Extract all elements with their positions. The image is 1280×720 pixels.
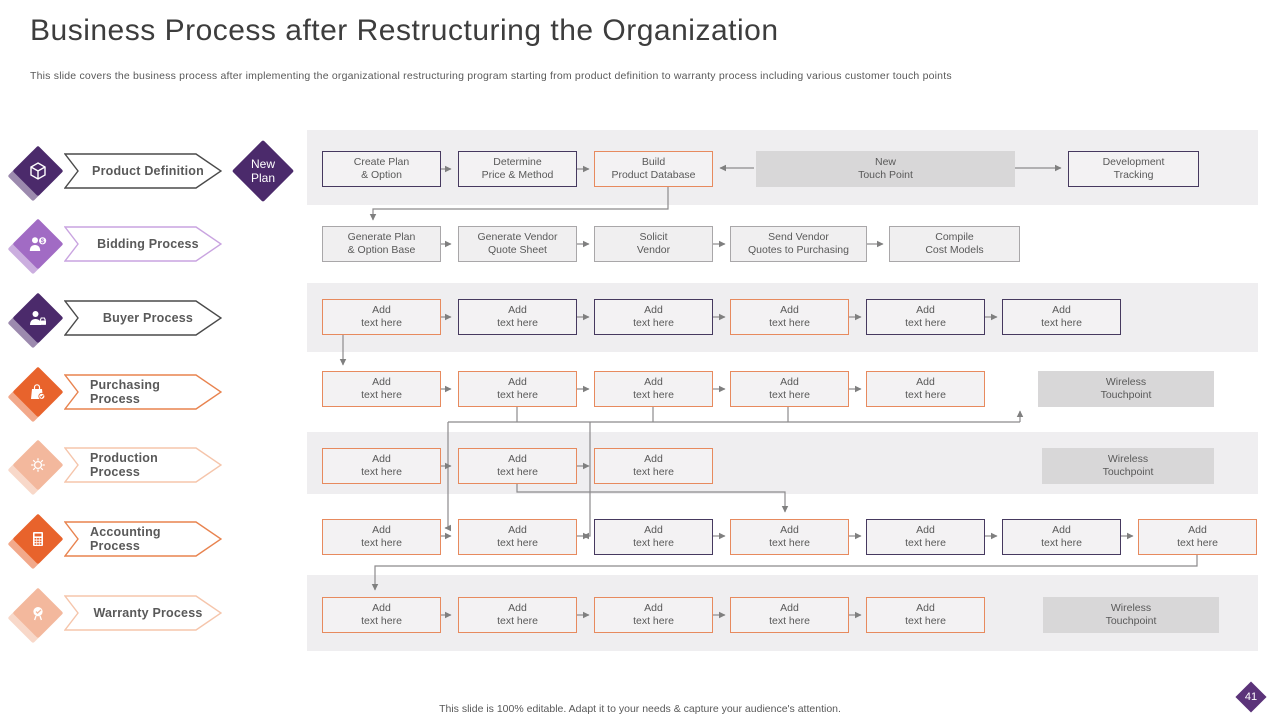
buyer-process-diamond[interactable] [7,291,65,349]
page-number-diamond: 41 [1235,681,1267,713]
sidebar-item-label: Product Definition [92,164,204,178]
sidebar-item-label: Buyer Process [102,311,194,325]
purchasing-process-diamond[interactable] [7,365,65,423]
accounting-process-diamond[interactable] [7,512,65,570]
new-plan-diamond[interactable]: New Plan [231,139,295,203]
warranty-process-diamond[interactable] [7,586,65,644]
page-subtitle: This slide covers the business process a… [30,70,952,82]
page-number: 41 [1244,691,1258,703]
production-process-diamond[interactable] [7,438,65,496]
sidebar-item-label: Warranty Process [93,606,203,620]
sidebar-item-label: Accounting Process [90,525,161,553]
cube-icon [11,144,65,198]
calculator-icon [11,512,65,566]
bidding-process-diamond[interactable]: $ [7,217,65,275]
sidebar-item-label: Bidding Process [97,237,199,251]
sidebar-item-accounting-process[interactable]: Accounting Process [63,521,223,557]
sidebar-item-bidding-process[interactable]: Bidding Process [63,226,223,262]
sidebar-item-buyer-process[interactable]: Buyer Process [63,300,223,336]
sidebar-item-warranty-process[interactable]: Warranty Process [63,595,223,631]
flow-box[interactable]: Generate Plan& Option Base [322,226,441,262]
sidebar-item-production-process[interactable]: Production Process [63,447,223,483]
person-dollar-icon: $ [11,217,65,271]
page-title: Business Process after Restructuring the… [30,14,779,47]
person-basket-icon [11,291,65,345]
sidebar-item-label: Production Process [90,451,158,479]
flow-box[interactable]: Create Plan& Option [322,151,441,187]
sidebar-item-purchasing-process[interactable]: Purchasing Process [63,374,223,410]
svg-text:$: $ [41,238,45,245]
sidebar-item-product-definition[interactable]: Product Definition [63,153,223,189]
footer-note: This slide is 100% editable. Adapt it to… [439,703,841,715]
new-plan-label: New Plan [250,157,276,185]
sidebar-item-label: Purchasing Process [90,378,161,406]
gears-icon [11,438,65,492]
product-definition-diamond[interactable] [7,144,65,202]
bag-check-icon [11,365,65,419]
badge-check-icon [11,586,65,640]
